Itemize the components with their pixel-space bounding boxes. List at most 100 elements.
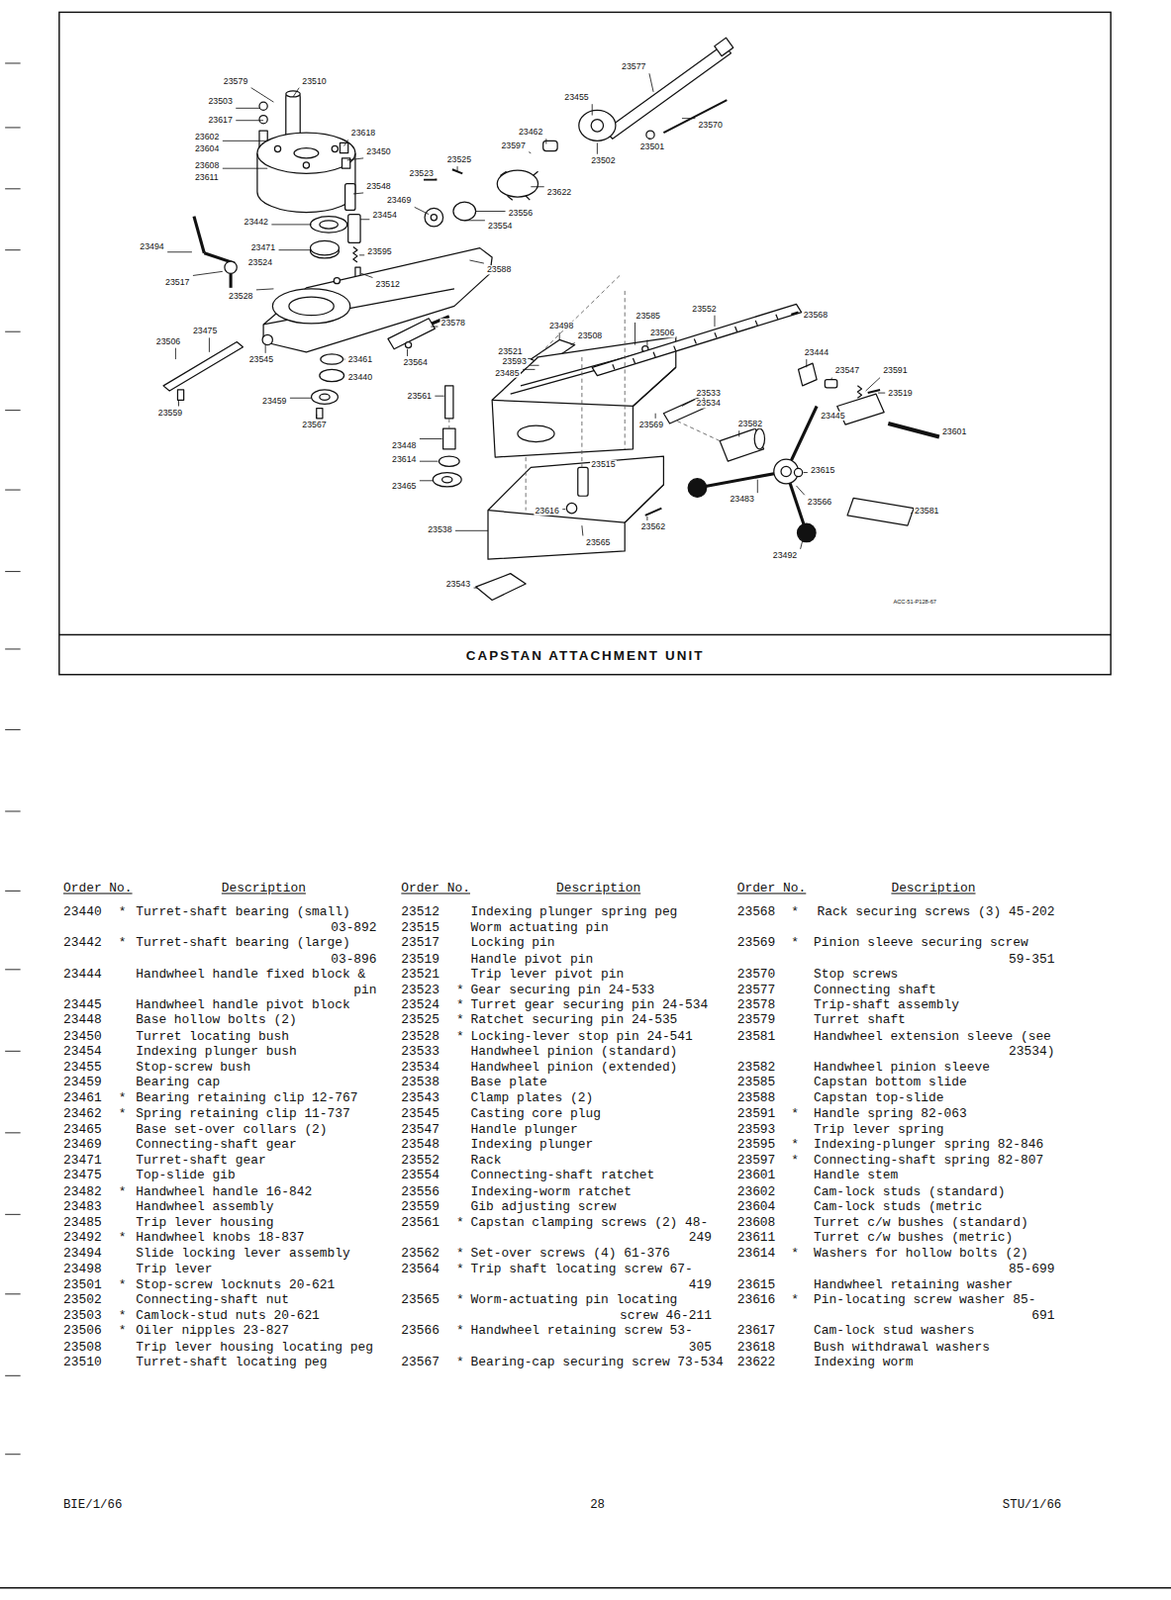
leader-line <box>649 73 654 93</box>
part-description: Indexing-plunger spring 82-846 <box>813 1138 1044 1155</box>
exploded-parts <box>194 216 204 254</box>
hidden-line <box>624 291 626 450</box>
part-description: Bearing cap <box>135 1075 220 1092</box>
part-description: Clamp plates (2) <box>470 1091 593 1108</box>
part-number: 23565 <box>400 1293 440 1310</box>
exploded-parts <box>687 479 707 498</box>
part-number: 23445 <box>63 998 102 1015</box>
part-description: Worm-actuating pin locating screw 46-211 <box>470 1293 711 1325</box>
part-description: Handwheel extension sleeve (see 23534) <box>813 1029 1055 1061</box>
part-number: 23483 <box>63 1200 102 1217</box>
part-description: Trip shaft locating screw 67-419 <box>470 1262 711 1293</box>
leader-line <box>757 480 759 493</box>
part-number: 23585 <box>737 1075 777 1092</box>
part-description: Bearing-cap securing screw 73-534 <box>470 1355 723 1371</box>
callout-number: 23618 <box>350 128 377 138</box>
exploded-parts <box>353 247 358 263</box>
exploded-parts <box>442 477 453 484</box>
part-number: 23591 <box>737 1107 777 1124</box>
callout-number: 23614 <box>390 455 417 465</box>
table-header: Order No. <box>63 881 133 897</box>
part-number: 23552 <box>400 1154 440 1171</box>
exploded-parts <box>163 37 940 600</box>
table-header: Description <box>221 881 306 897</box>
part-number: 23462 <box>63 1107 102 1124</box>
asterisk-mark: * <box>456 1215 465 1232</box>
callout-number: 23528 <box>227 292 254 301</box>
page-frame <box>0 1587 1171 1589</box>
leader-line <box>559 332 561 340</box>
hidden-line <box>525 457 527 511</box>
part-description: Rack securing screws (3) 45-202 <box>813 905 1055 922</box>
part-description: Handle pivot pin <box>470 952 593 969</box>
exploded-parts <box>333 278 340 285</box>
asterisk-mark: * <box>456 1262 465 1278</box>
page-footer: 28 <box>589 1498 605 1513</box>
hidden-line <box>449 275 720 510</box>
leader-line <box>265 344 267 354</box>
part-number: 23601 <box>737 1169 777 1185</box>
hidden-line <box>676 420 720 442</box>
callout-number: 23492 <box>772 551 798 561</box>
margin-tick <box>4 1214 20 1216</box>
asterisk-mark: * <box>790 1107 799 1124</box>
exploded-parts <box>319 220 339 229</box>
part-number: 23567 <box>400 1355 440 1371</box>
exploded-parts <box>224 261 237 274</box>
callout-number: 23617 <box>206 115 233 125</box>
part-description: Indexing plunger spring peg <box>470 905 678 922</box>
margin-tick <box>4 489 20 491</box>
callout-number: 23616 <box>533 506 560 516</box>
figure-title: CAPSTAN ATTACHMENT UNIT <box>466 647 705 663</box>
part-description: Base plate <box>470 1075 547 1092</box>
part-description: Trip-shaft assembly <box>813 998 960 1015</box>
hidden-line <box>581 357 583 468</box>
leader-line <box>713 315 715 327</box>
asterisk-mark: * <box>118 936 127 953</box>
part-description: Capstan clamping screws (2) 48-249 <box>470 1215 711 1247</box>
asterisk-mark: * <box>456 1324 465 1341</box>
part-description: Indexing plunger bush <box>135 1045 296 1062</box>
part-number: 23512 <box>400 905 440 922</box>
callout-number: 23471 <box>250 242 277 252</box>
part-description: Oiler nipples 23-827 <box>135 1324 290 1341</box>
part-description: Capstan top-slide <box>813 1091 945 1108</box>
leader-line <box>419 461 439 463</box>
callout-number: 23602 <box>194 132 220 142</box>
exploded-parts <box>423 178 437 181</box>
part-description: Washers for hollow bolts (2) 85-699 <box>813 1247 1055 1278</box>
callout-number: 23506 <box>649 328 676 338</box>
leader-line <box>290 397 312 399</box>
callout-number: 23517 <box>164 278 191 288</box>
callout-number: 23548 <box>365 182 391 192</box>
asterisk-mark: * <box>790 936 799 953</box>
exploded-parts <box>696 472 786 489</box>
part-number: 23502 <box>63 1293 102 1310</box>
part-number: 23582 <box>737 1061 777 1077</box>
leader-line <box>528 152 531 154</box>
leader-line <box>361 273 373 278</box>
leader-line <box>831 378 833 381</box>
part-number: 23597 <box>737 1154 777 1171</box>
exploded-parts <box>887 423 940 437</box>
part-number: 23450 <box>63 1029 102 1046</box>
leader-line <box>646 339 648 346</box>
part-description: Pinion sleeve securing screw 59-351 <box>813 936 1055 968</box>
part-number: 23485 <box>63 1215 102 1232</box>
callout-number: 23567 <box>300 420 327 430</box>
callout-number: 23579 <box>222 76 249 86</box>
callout-number: 23524 <box>247 258 274 268</box>
leader-line <box>655 413 657 419</box>
part-description: Handwheel handle 16-842 <box>135 1184 312 1201</box>
leader-line <box>522 369 535 371</box>
part-number: 23561 <box>400 1215 440 1232</box>
exploded-parts <box>663 99 727 133</box>
part-number: 23578 <box>737 998 777 1015</box>
part-number: 23611 <box>737 1231 777 1248</box>
exploded-parts <box>163 342 243 392</box>
part-number: 23548 <box>400 1138 440 1155</box>
leader-line <box>866 378 880 391</box>
part-number: 23475 <box>63 1169 102 1185</box>
callout-number: 23454 <box>371 209 397 219</box>
